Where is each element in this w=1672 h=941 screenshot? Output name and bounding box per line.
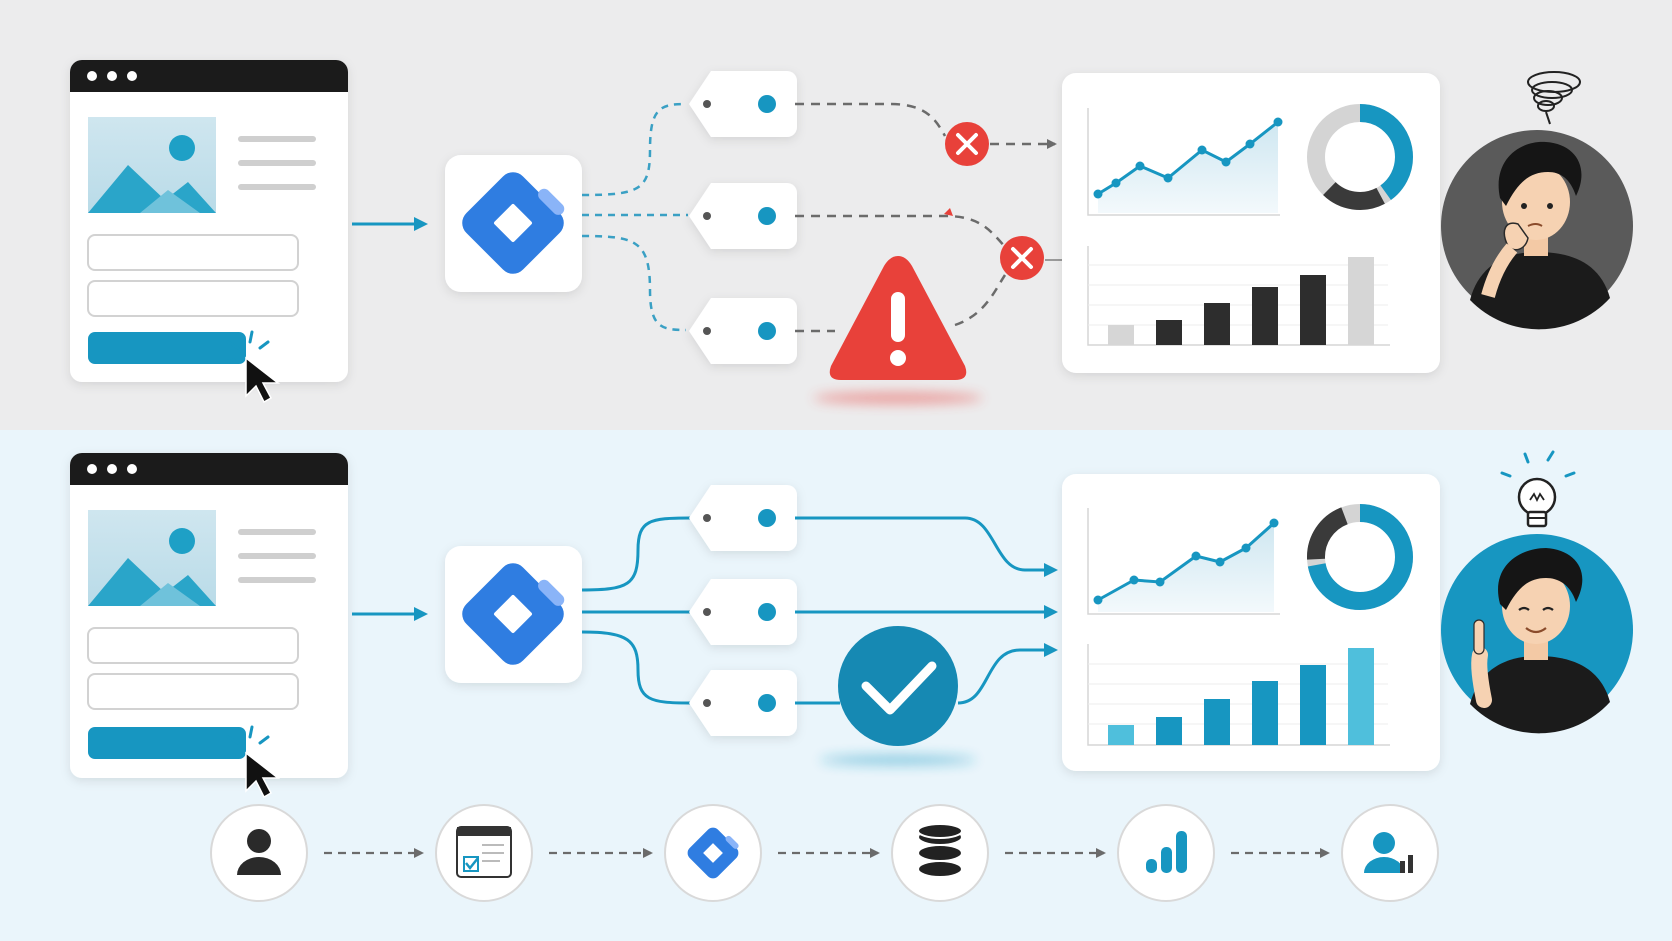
tag-to-chart-connector bbox=[795, 516, 1058, 577]
bar bbox=[1348, 257, 1374, 345]
window-dot-icon bbox=[87, 71, 97, 81]
bar bbox=[1348, 648, 1374, 745]
lightbulb-icon bbox=[1500, 450, 1576, 528]
idea-person-avatar bbox=[1441, 450, 1633, 734]
window-dot-icon bbox=[127, 71, 137, 81]
scribble-thought-icon bbox=[1527, 71, 1581, 125]
donut-segment-secondary bbox=[1307, 504, 1413, 610]
window-dot-icon bbox=[127, 464, 137, 474]
text-line bbox=[238, 160, 316, 166]
event-tag-icon bbox=[689, 670, 797, 736]
error-x-icon bbox=[1000, 236, 1044, 280]
success-check-icon bbox=[820, 626, 976, 765]
working-tracking-panel bbox=[70, 450, 1633, 799]
warning-to-error-connector bbox=[954, 274, 1007, 327]
donut-chart bbox=[1307, 504, 1413, 610]
text-line bbox=[238, 136, 316, 142]
tag-manager-icon bbox=[664, 804, 762, 902]
tag-manager-icon bbox=[462, 172, 565, 274]
event-tag-icon bbox=[689, 485, 797, 551]
database-icon bbox=[891, 804, 989, 902]
gtm-to-tag-connector bbox=[581, 630, 691, 705]
bar bbox=[1204, 303, 1230, 345]
tag-manager-icon bbox=[462, 563, 565, 665]
text-line bbox=[238, 529, 316, 535]
broken-tracking-panel bbox=[70, 60, 1633, 404]
website-window-bottom bbox=[70, 453, 348, 799]
tag-manager-box-bottom bbox=[445, 546, 582, 683]
form-input-field[interactable] bbox=[87, 673, 299, 710]
event-tag-icon bbox=[689, 183, 797, 249]
form-submit-button[interactable] bbox=[88, 727, 246, 759]
image-placeholder-icon bbox=[88, 117, 216, 213]
form-input-field[interactable] bbox=[87, 234, 299, 271]
analytics-dashboard-bottom bbox=[1062, 474, 1440, 771]
text-line bbox=[238, 184, 316, 190]
line-chart bbox=[1087, 108, 1283, 216]
donut-segment-primary bbox=[1307, 504, 1413, 610]
line-chart bbox=[1087, 508, 1280, 615]
analytics-bars-icon bbox=[1117, 804, 1215, 902]
bar bbox=[1300, 275, 1326, 345]
bar bbox=[1108, 325, 1134, 345]
bar bbox=[1300, 665, 1326, 745]
gtm-to-tag-connector bbox=[581, 516, 691, 592]
window-titlebar bbox=[70, 60, 348, 92]
text-line bbox=[238, 553, 316, 559]
form-submit-button[interactable] bbox=[88, 332, 246, 364]
window-dot-icon bbox=[107, 464, 117, 474]
bar-chart bbox=[1087, 644, 1390, 746]
connector-arrow-tip bbox=[944, 208, 953, 216]
form-input-field[interactable] bbox=[87, 280, 299, 317]
data-pipeline bbox=[210, 804, 1439, 902]
confused-person-avatar bbox=[1441, 71, 1633, 330]
tag-to-chart-connector bbox=[795, 102, 947, 137]
click-cursor-icon bbox=[222, 330, 281, 404]
donut-segment-primary bbox=[1307, 104, 1413, 210]
error-x-icon bbox=[945, 122, 989, 166]
bar bbox=[1252, 681, 1278, 745]
warning-triangle-icon bbox=[813, 256, 983, 404]
window-dot-icon bbox=[87, 464, 97, 474]
gtm-to-tag-connector bbox=[581, 102, 687, 197]
bar bbox=[1156, 717, 1182, 745]
bar bbox=[1252, 287, 1278, 345]
event-tag-icon bbox=[689, 579, 797, 645]
event-tag-icon bbox=[689, 71, 797, 137]
user-report-icon bbox=[1341, 804, 1439, 902]
window-dot-icon bbox=[107, 71, 117, 81]
form-checklist-icon bbox=[435, 804, 533, 902]
gtm-to-tag-connector bbox=[581, 234, 687, 332]
tag-manager-box-top bbox=[445, 155, 582, 292]
window-titlebar bbox=[70, 453, 348, 485]
image-placeholder-icon bbox=[88, 510, 216, 606]
bar bbox=[1156, 320, 1182, 345]
donut-segment-secondary bbox=[1307, 104, 1413, 210]
bar-chart bbox=[1087, 246, 1390, 346]
event-tag-icon bbox=[689, 298, 797, 364]
website-window-top bbox=[70, 60, 348, 404]
user-icon bbox=[210, 804, 308, 902]
bar bbox=[1108, 725, 1134, 745]
analytics-dashboard-top bbox=[1062, 73, 1440, 373]
check-to-chart-connector bbox=[957, 643, 1058, 705]
tag-to-chart-connector bbox=[795, 214, 1007, 249]
text-line bbox=[238, 577, 316, 583]
form-input-field[interactable] bbox=[87, 627, 299, 664]
bar bbox=[1204, 699, 1230, 745]
click-cursor-icon bbox=[222, 725, 281, 799]
donut-chart bbox=[1307, 104, 1413, 210]
